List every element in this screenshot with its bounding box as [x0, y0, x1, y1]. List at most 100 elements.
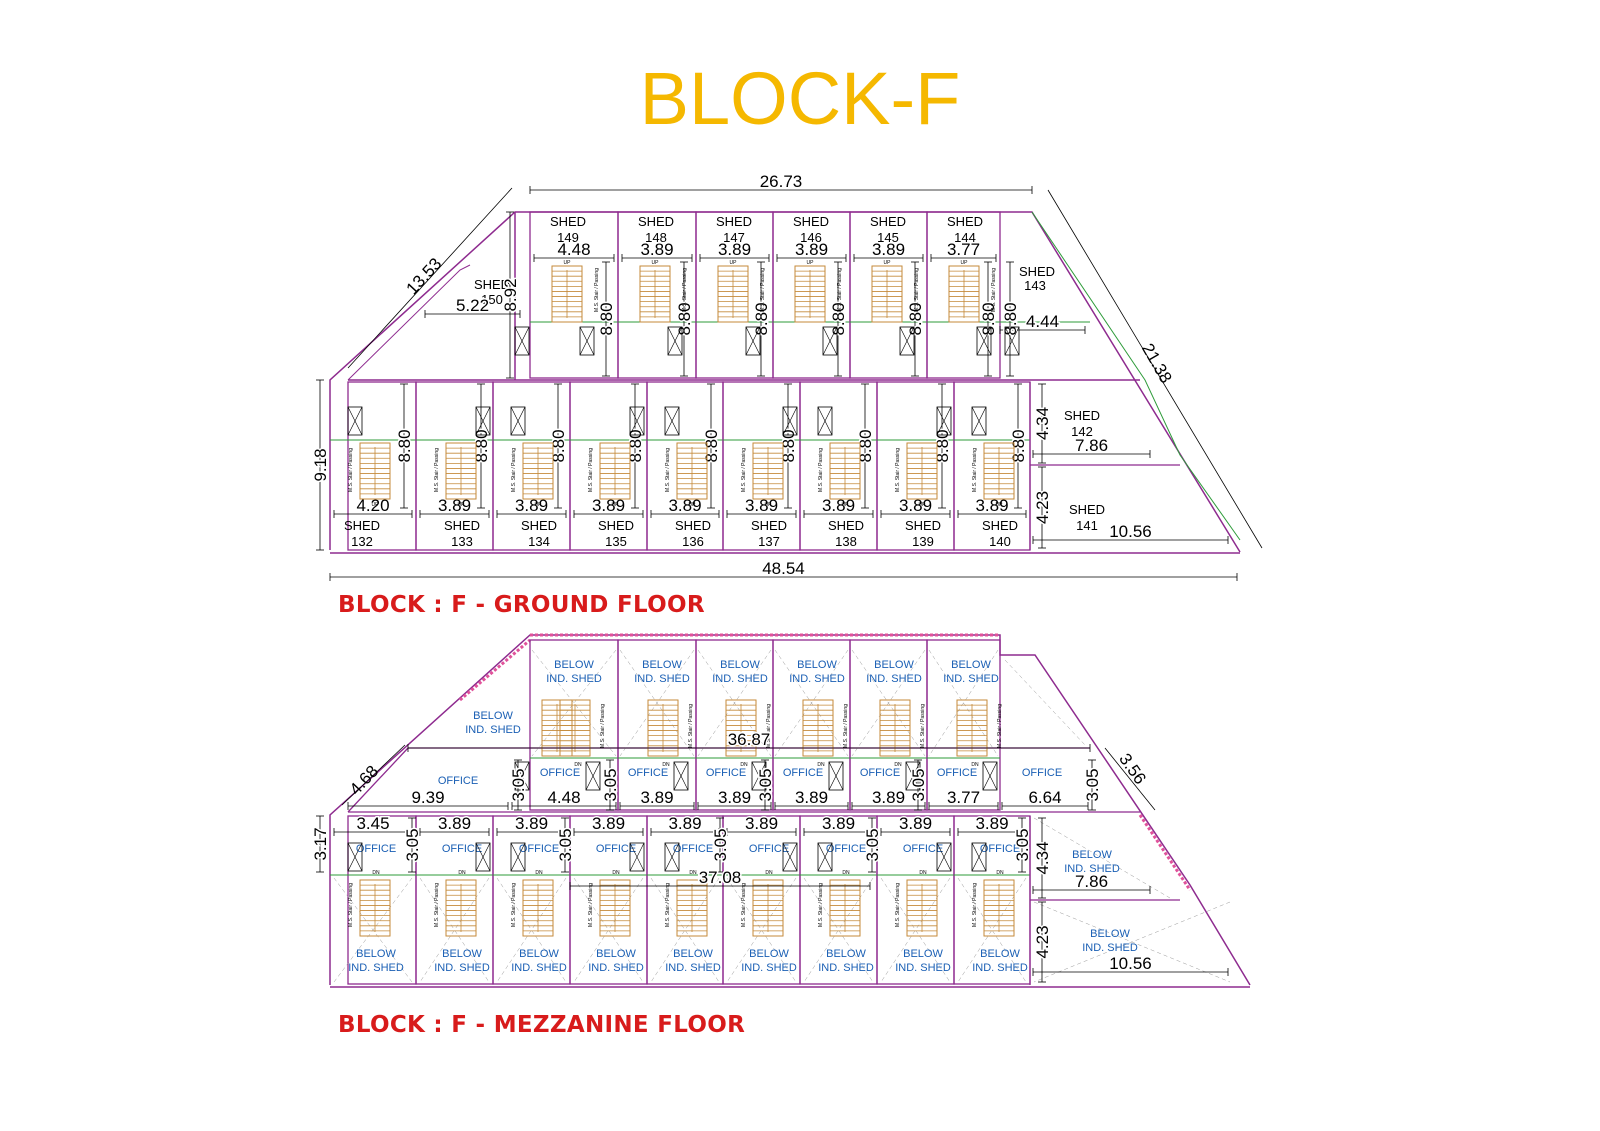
- stair-up-label: UP: [919, 502, 927, 508]
- office-label: OFFICE: [826, 843, 866, 855]
- below-label: IND. SHED: [972, 962, 1028, 974]
- stair-up-label: UP: [842, 502, 850, 508]
- stair-note: M.S. Stair / Passing: [665, 448, 671, 492]
- shed-width-dim: 3.89: [592, 496, 625, 515]
- shaft-box: [510, 406, 526, 436]
- shaft-box: [514, 761, 530, 791]
- shaft-box: [510, 842, 526, 872]
- shaft-cross: [782, 842, 798, 872]
- shaft-cross: [673, 761, 689, 791]
- staircase: [983, 442, 1015, 500]
- shed-width-dim: 4.20: [356, 496, 389, 515]
- shaft-box: [629, 406, 645, 436]
- shaft-box: [629, 842, 645, 872]
- shaft-box: [982, 761, 998, 791]
- staircase: [879, 699, 911, 757]
- shed-depth-dim: 8.80: [597, 302, 616, 335]
- mezz-lower-width-dim: 3.89: [745, 814, 778, 833]
- office-label: OFFICE: [540, 767, 580, 779]
- shed-label: SHED: [1064, 408, 1100, 423]
- shaft-box: [347, 406, 363, 436]
- shed-depth-dim: 8.80: [1009, 429, 1028, 462]
- office-label: OFFICE: [749, 843, 789, 855]
- shed-label: SHED: [444, 518, 480, 533]
- office-label: OFFICE: [706, 767, 746, 779]
- stair-up-label: UP: [807, 260, 815, 266]
- shed-depth-dim: 8.92: [501, 278, 520, 311]
- below-label: BELOW: [356, 948, 396, 960]
- void-diagonal: [333, 877, 413, 983]
- shed-number: 133: [451, 534, 473, 549]
- void-diagonal: [1033, 901, 1231, 983]
- staircase: [794, 265, 826, 323]
- shaft-cross: [510, 406, 526, 436]
- shed-depth-dim: 8.80: [395, 429, 414, 462]
- staircase: [559, 699, 591, 757]
- shaft-box: [905, 761, 921, 791]
- below-label: IND. SHED: [1064, 863, 1120, 875]
- shaft-cross: [936, 842, 952, 872]
- below-label: BELOW: [951, 659, 991, 671]
- shaft-box: [936, 842, 952, 872]
- shaft-box: [667, 326, 683, 356]
- staircase: [599, 442, 631, 500]
- staircase: [676, 442, 708, 500]
- shed-depth-dim: 8.80: [549, 429, 568, 462]
- office-depth-dim: 3.05: [909, 768, 928, 801]
- below-label: IND. SHED: [546, 673, 602, 685]
- stair-note: M.S. Stair / Passing: [895, 883, 901, 927]
- shaft-box: [585, 761, 601, 791]
- inner-boundary: [1031, 211, 1241, 541]
- shaft-cross: [664, 842, 680, 872]
- below-label: IND. SHED: [895, 962, 951, 974]
- staircase: [599, 879, 631, 937]
- void-diagonal: [697, 649, 772, 757]
- shaft-box: [347, 842, 363, 872]
- shaft-cross: [629, 842, 645, 872]
- shed-width-dim: 4.48: [557, 240, 590, 259]
- wall-line: [347, 747, 409, 813]
- stair-note: M.S. Stair / Passing: [511, 883, 517, 927]
- office-label: OFFICE: [519, 843, 559, 855]
- stair-note: M.S. Stair / Passing: [972, 883, 978, 927]
- shed-number: 132: [351, 534, 373, 549]
- staircase: [802, 699, 834, 757]
- stair-dn-label: DN: [765, 870, 773, 876]
- stair-note: M.S. Stair / Passing: [920, 704, 926, 748]
- stair-up-label: UP: [612, 502, 620, 508]
- below-label: IND. SHED: [943, 673, 999, 685]
- shaft-cross: [828, 761, 844, 791]
- shed-number: 150: [481, 292, 503, 307]
- shaft-cross: [514, 761, 530, 791]
- shed-width-dim: 3.89: [438, 496, 471, 515]
- shed-width-dim: 3.89: [899, 496, 932, 515]
- below-label: BELOW: [980, 948, 1020, 960]
- shed-label: SHED: [716, 214, 752, 229]
- staircase: [752, 879, 784, 937]
- shaft-cross: [817, 842, 833, 872]
- staircase: [359, 879, 391, 937]
- mezz-left-slant-dim: 4.68: [346, 762, 382, 799]
- void-diagonal: [1004, 659, 1086, 746]
- shed-width-dim: 3.89: [975, 496, 1008, 515]
- shed-label: SHED: [344, 518, 380, 533]
- shed-label: SHED: [474, 277, 510, 292]
- below-label: BELOW: [673, 948, 713, 960]
- office-depth-dim: 3.05: [509, 768, 528, 801]
- office-depth-dim: 3.05: [756, 768, 775, 801]
- staircase: [956, 699, 988, 757]
- shaft-cross: [1004, 326, 1020, 356]
- stair-up-label: UP: [996, 502, 1004, 508]
- shed-label: SHED: [751, 518, 787, 533]
- shaft-cross: [817, 406, 833, 436]
- stair-dn-label: DN: [894, 762, 902, 768]
- below-label: IND. SHED: [465, 724, 521, 736]
- stair-note: M.S. Stair / Passing: [972, 448, 978, 492]
- stair-up-label: UP: [961, 260, 969, 266]
- staircase: [522, 442, 554, 500]
- shed-number: 138: [835, 534, 857, 549]
- stair-up-label: UP: [689, 502, 697, 508]
- shed-label: SHED: [793, 214, 829, 229]
- below-label: BELOW: [874, 659, 914, 671]
